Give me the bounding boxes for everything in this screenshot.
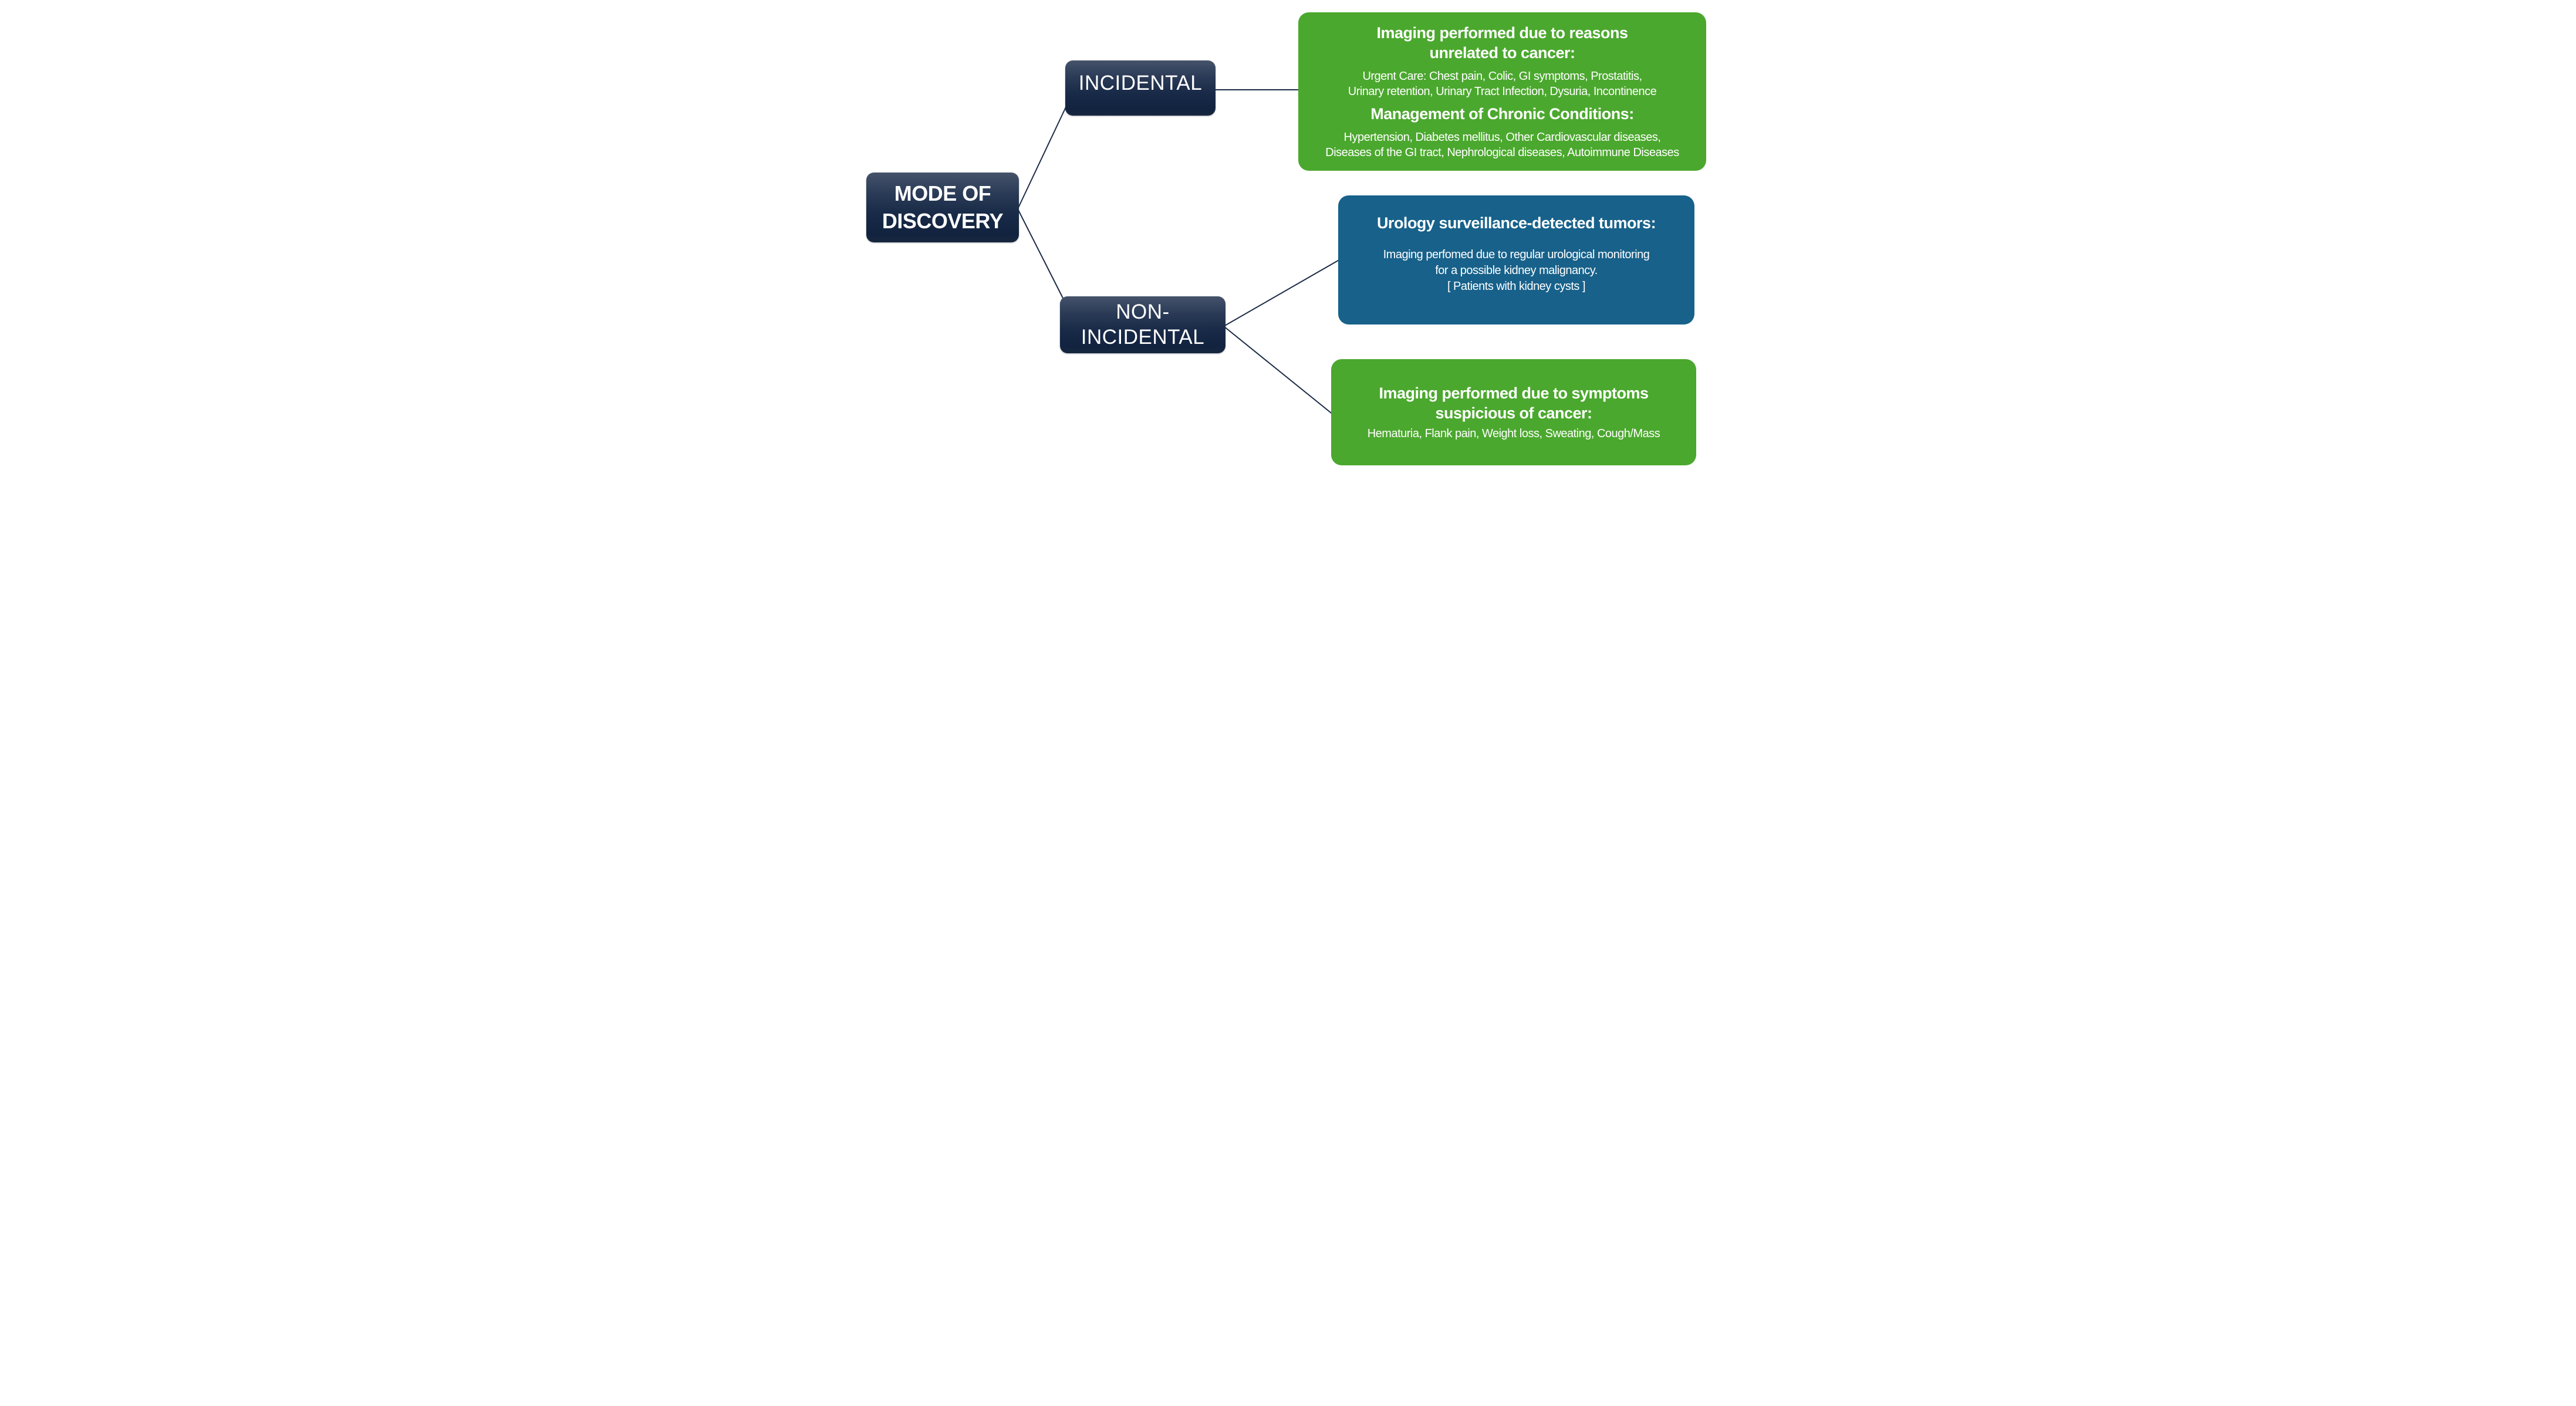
non-incidental-label: NON- INCIDENTAL (1081, 300, 1205, 349)
node-incidental: INCIDENTAL (1065, 60, 1216, 116)
mode-of-discovery-diagram: MODE OF DISCOVERY INCIDENTAL NON- INCIDE… (859, 0, 1717, 469)
connector-non-incidental-to-surveillance (1223, 258, 1342, 327)
surveillance-title: Urology surveillance-detected tumors: (1376, 214, 1656, 232)
box-symptomatic-detail: Imaging performed due to symptoms suspic… (1331, 359, 1696, 465)
box-surveillance-detail: Urology surveillance-detected tumors: Im… (1338, 195, 1694, 325)
chronic-conditions-text: Hypertension, Diabetes mellitus, Other C… (1325, 131, 1679, 159)
chronic-conditions-title: Management of Chronic Conditions: (1370, 105, 1634, 123)
box-incidental-detail: Imaging performed due to reasons unrelat… (1298, 12, 1706, 171)
symptomatic-body: Hematuria, Flank pain, Weight loss, Swea… (1367, 427, 1660, 440)
connector-non-incidental-to-symptomatic (1223, 326, 1337, 418)
incidental-detail-title: Imaging performed due to reasons unrelat… (1376, 24, 1628, 62)
mode-of-discovery-label: MODE OF DISCOVERY (882, 181, 1004, 233)
surveillance-body: Imaging perfomed due to regular urologic… (1383, 248, 1650, 293)
node-non-incidental: NON- INCIDENTAL (1060, 296, 1225, 353)
symptomatic-title: Imaging performed due to symptoms suspic… (1379, 384, 1649, 422)
incidental-label: INCIDENTAL (1078, 72, 1203, 94)
node-mode-of-discovery: MODE OF DISCOVERY (866, 173, 1019, 242)
connector-root-to-incidental (1017, 100, 1069, 209)
connector-root-to-non-incidental (1017, 208, 1064, 299)
connector-lines (1017, 89, 1342, 418)
urgent-care-text: Urgent Care: Chest pain, Colic, GI sympt… (1348, 70, 1657, 98)
